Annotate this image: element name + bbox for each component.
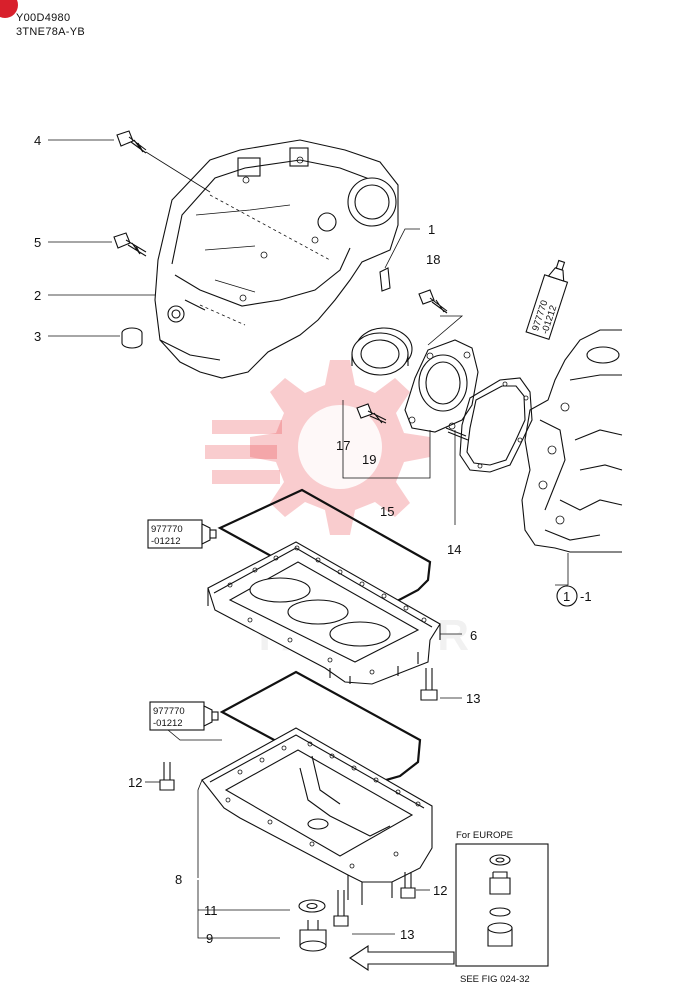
watermark-gear-logo [205,360,430,535]
callout-1: 1 [428,222,435,237]
callout-17: 17 [336,438,350,453]
callout-8: 8 [175,872,182,887]
plug-3 [121,327,143,349]
europe-title: For EUROPE [456,830,513,841]
callout-13-lower: 13 [400,927,414,942]
sealant-tube-top: 977770 -01212 [525,259,569,341]
callout-9: 9 [206,931,213,946]
ref-circle-number: 1 [563,589,570,604]
seal-case-14 [404,339,479,441]
diagram-code: Y00D4980 [16,12,71,24]
bracket-15 [342,400,431,479]
leader-8 [197,779,203,878]
bolt-4 [116,130,211,193]
dowel-pin-1 [379,228,420,292]
bolt-13-lower [333,890,349,927]
callout-18: 18 [426,252,440,267]
callout-12-right: 12 [433,883,447,898]
oil-pan-8 [201,727,433,905]
callout-13-upper: 13 [466,691,480,706]
ref-suffix: -1 [580,589,592,604]
engine-model: 3TNE78A-YB [16,26,86,38]
europe-variant-box [455,843,549,967]
callout-2: 2 [34,288,41,303]
callout-5: 5 [34,235,41,250]
bolt-5 [113,232,147,257]
callout-15: 15 [380,504,394,519]
sealant-tube-low: 977770 -01212 [149,701,219,731]
callout-12-left: 12 [128,775,142,790]
callout-4: 4 [34,133,41,148]
bolt-13-upper [420,668,462,701]
leader-sealant-low [167,729,222,741]
flywheel-housing [154,139,399,379]
callout-6: 6 [470,628,477,643]
cylinder-block [521,329,623,586]
ref-circle [556,585,578,607]
see-fig-ref: SEE FIG 024-32 [460,974,530,985]
leader-9 [197,880,280,939]
sealant-code-low-2: -01212 [153,718,183,729]
callout-19: 19 [362,452,376,467]
sealant-code-low-1: 977770 [153,706,185,717]
corner-badge [0,0,18,18]
arrow-see-fig [349,944,455,972]
oil-seal-17 [351,327,413,376]
bolt-18 [418,289,464,346]
seal-case-gasket-15 [459,377,533,473]
callout-3: 3 [34,329,41,344]
sealant-tube-mid: 977770 -01212 [147,519,217,549]
oil-pan-adapter-6 [207,541,441,685]
callout-11: 11 [204,903,218,918]
callout-14: 14 [447,542,461,557]
drain-plug-9 [299,920,327,952]
bolt-12-left [159,762,175,791]
bolt-12-right [400,872,416,899]
bolt-19 [356,403,387,424]
sealant-code-mid-1: 977770 [151,524,183,535]
sealant-code-mid-2: -01212 [151,536,181,547]
washer-11 [298,899,326,913]
